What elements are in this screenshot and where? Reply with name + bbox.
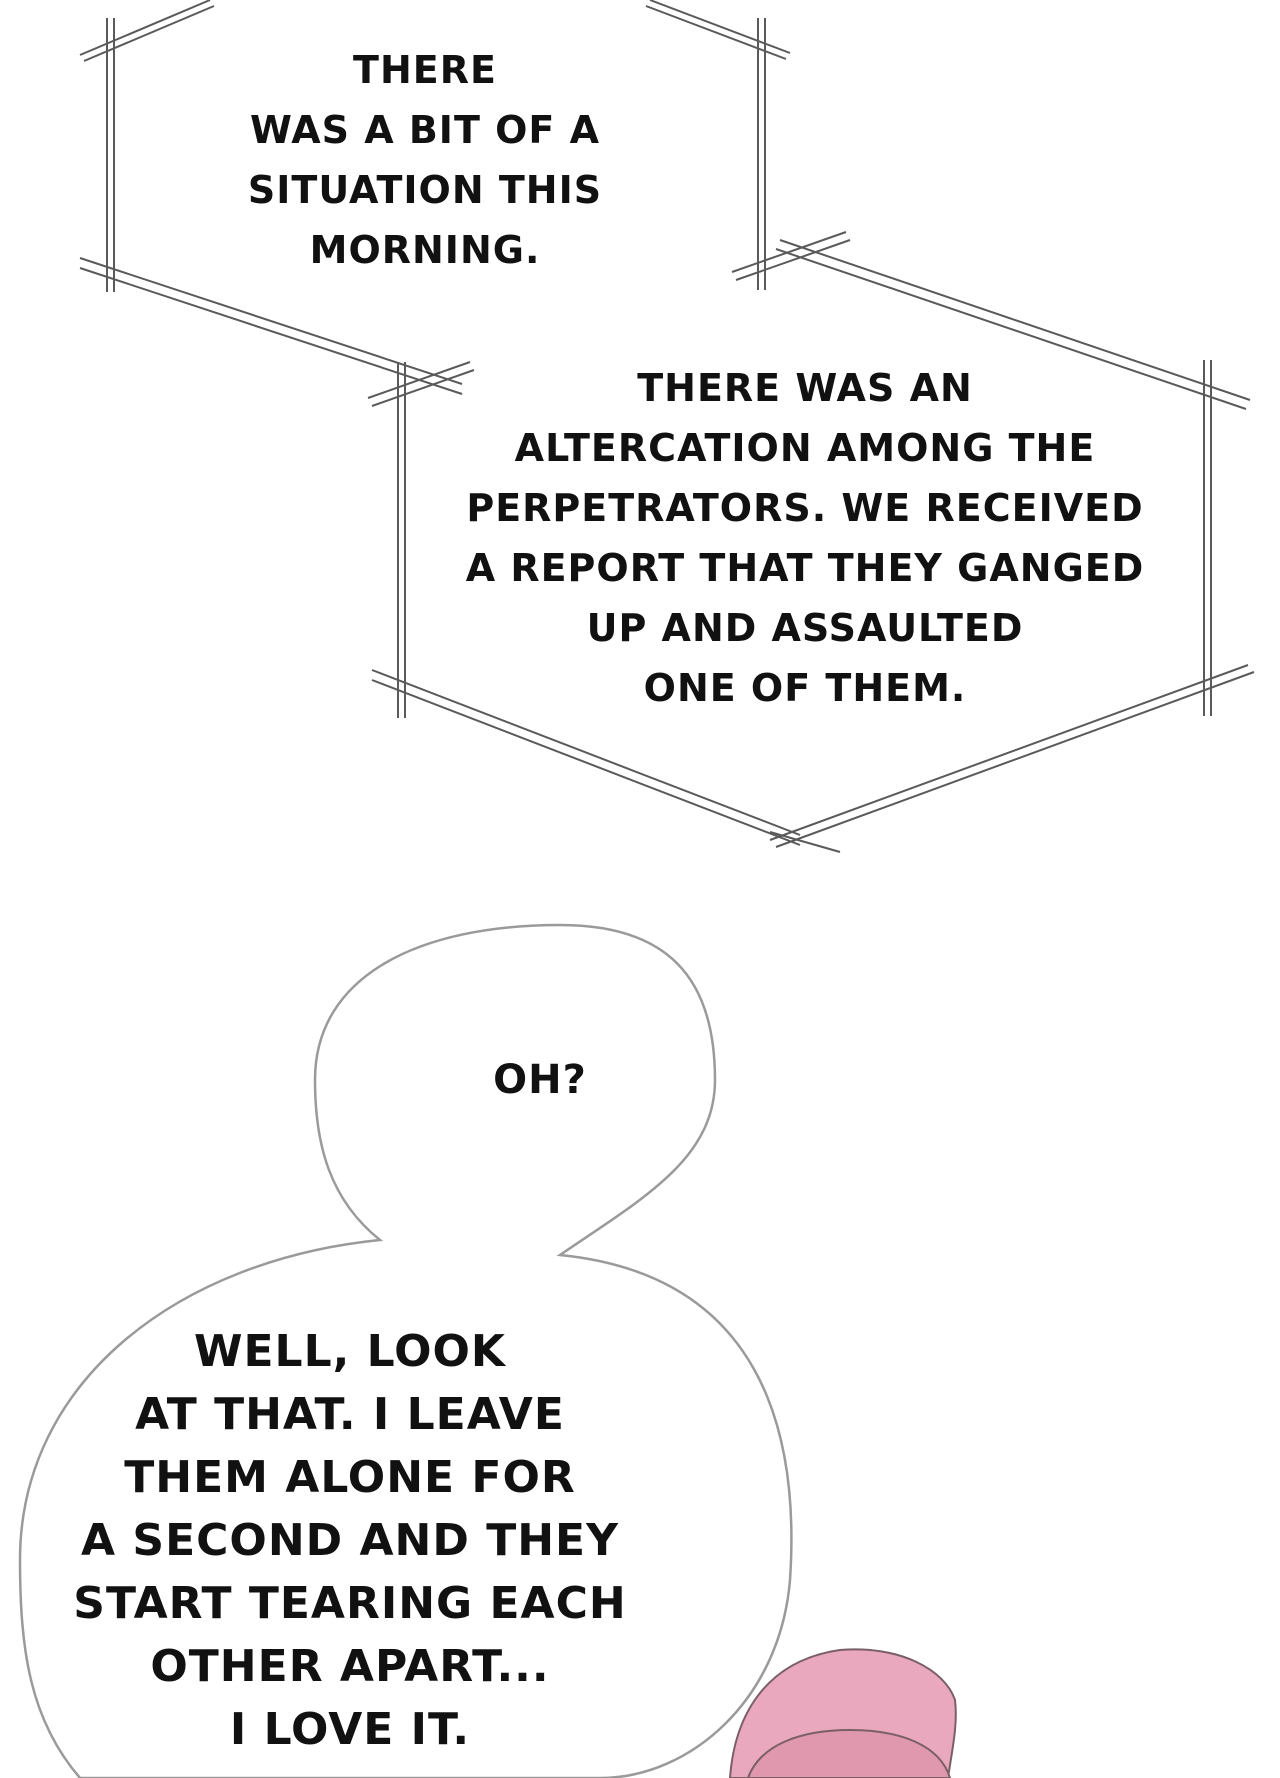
narration-box-2-frame bbox=[367, 239, 1255, 853]
speech-bubble-outline bbox=[18, 923, 793, 1778]
narration-text-2: THERE WAS AN ALTERCATION AMONG THE PERPE… bbox=[465, 366, 1145, 710]
speech-text-main: WELL, LOOK AT THAT. I LEAVE THEM ALONE F… bbox=[73, 1326, 627, 1755]
speech-text-oh: OH? bbox=[493, 1057, 587, 1103]
character-hat-art bbox=[728, 1648, 957, 1778]
narration-text-1: THERE WAS A BIT OF A SITUATION THIS MORN… bbox=[247, 48, 603, 272]
